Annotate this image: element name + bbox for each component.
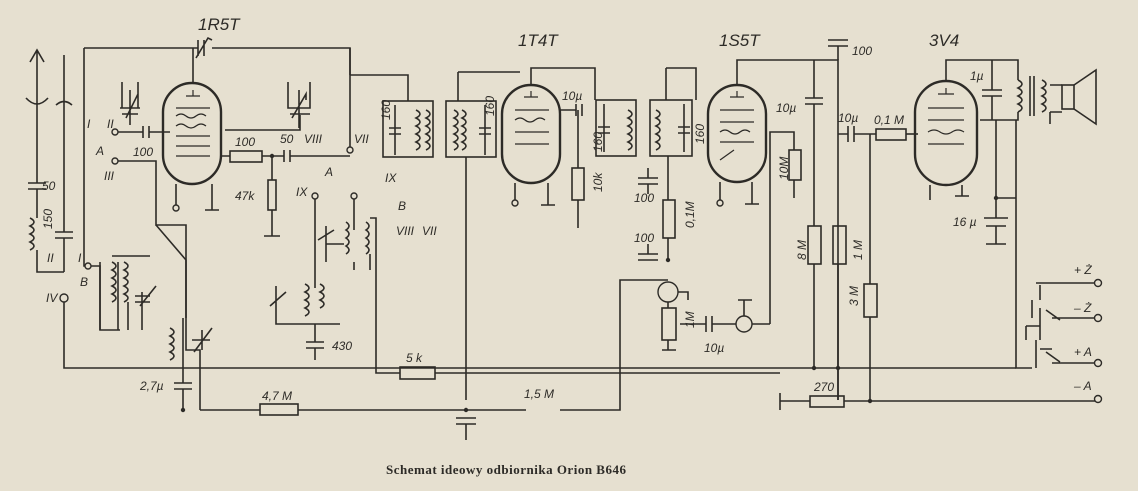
label-c-100-top: 100 bbox=[852, 44, 872, 58]
label-r-15m: 1,5 M bbox=[524, 387, 554, 401]
mark-ix-right: IX bbox=[385, 171, 397, 185]
label-r-47k: 47k bbox=[235, 189, 255, 203]
label-r-3m: 3 M bbox=[847, 286, 861, 306]
if-transformer-1 bbox=[349, 48, 520, 440]
label-c-160-c: 160 bbox=[591, 132, 605, 152]
label-r-5k: 5 k bbox=[406, 351, 423, 365]
label-c-10u-top: 10µ bbox=[562, 89, 582, 103]
label-r-10k: 10k bbox=[591, 172, 605, 192]
label-c-100-d2: 100 bbox=[634, 231, 654, 245]
label-r-01m-out: 0,1 M bbox=[874, 113, 904, 127]
antenna-section bbox=[25, 48, 600, 369]
terminal-plus-a: + A bbox=[1074, 345, 1092, 359]
tube-label-1r5t: 1R5T bbox=[198, 15, 241, 34]
mark-a-mid: A bbox=[324, 165, 333, 179]
schematic-caption: Schemat ideowy odbiornika Orion B646 bbox=[386, 462, 626, 477]
label-pot-1m: 1M bbox=[683, 311, 697, 328]
label-c-100-d1: 100 bbox=[634, 191, 654, 205]
label-c-50-ant: 50 bbox=[42, 179, 56, 193]
label-c-50-osc: 50 bbox=[280, 132, 294, 146]
tube-label-1t4t: 1T4T bbox=[518, 31, 559, 50]
label-c-27u: 2,7µ bbox=[139, 379, 164, 393]
label-c-160-a: 160 bbox=[379, 100, 393, 120]
mark-b-mid: B bbox=[398, 199, 406, 213]
label-c-10u-s1: 10µ bbox=[776, 101, 796, 115]
mark-ii-top: II bbox=[107, 117, 114, 131]
mark-ii-ant: II bbox=[47, 251, 54, 265]
mark-iv: IV bbox=[46, 291, 58, 305]
label-c-10u-bottom: 10µ bbox=[704, 341, 724, 355]
label-c-430: 430 bbox=[332, 339, 352, 353]
label-c-150-ant: 150 bbox=[41, 209, 55, 229]
label-r-1m: 1 M bbox=[851, 240, 865, 260]
mark-vii-right: VII bbox=[422, 224, 437, 238]
label-c-100-in: 100 bbox=[133, 145, 153, 159]
tube-1r5t bbox=[161, 81, 223, 212]
tube-label-1s5t: 1S5T bbox=[719, 31, 761, 50]
tube-3v4 bbox=[913, 79, 979, 200]
label-c-160-d: 160 bbox=[693, 124, 707, 144]
tube-1t4t bbox=[500, 67, 596, 207]
terminal-plus-z: + Ż bbox=[1074, 263, 1092, 277]
mark-b-left: B bbox=[80, 275, 88, 289]
terminal-minus-a: – A bbox=[1073, 379, 1092, 393]
label-r-01m-det: 0,1M bbox=[683, 201, 697, 228]
mark-i-top: I bbox=[87, 117, 91, 131]
tube-label-3v4: 3V4 bbox=[929, 31, 959, 50]
label-r-10m: 10M bbox=[777, 157, 791, 180]
mark-viii-right: VIII bbox=[396, 224, 415, 238]
label-c-160-b: 160 bbox=[483, 96, 497, 116]
tube-1s5t bbox=[706, 83, 768, 207]
mark-i-mid: I bbox=[78, 251, 82, 265]
terminal-minus-z: – Ż bbox=[1073, 301, 1092, 315]
label-r-47m: 4,7 M bbox=[262, 389, 292, 403]
label-r-270: 270 bbox=[813, 380, 834, 394]
label-c-10u-out: 10µ bbox=[838, 111, 858, 125]
mark-iii-left: III bbox=[104, 169, 115, 183]
label-r-100-grid: 100 bbox=[235, 135, 255, 149]
mark-a-top: A bbox=[95, 144, 104, 158]
label-c-1u: 1µ bbox=[970, 69, 984, 83]
mark-viii-top: VIII bbox=[304, 132, 323, 146]
mark-vii-top: VII bbox=[354, 132, 369, 146]
mark-ix-left: IX bbox=[296, 185, 308, 199]
label-r-8m: 8 M bbox=[795, 240, 809, 260]
label-c-16u: 16 µ bbox=[953, 215, 977, 229]
